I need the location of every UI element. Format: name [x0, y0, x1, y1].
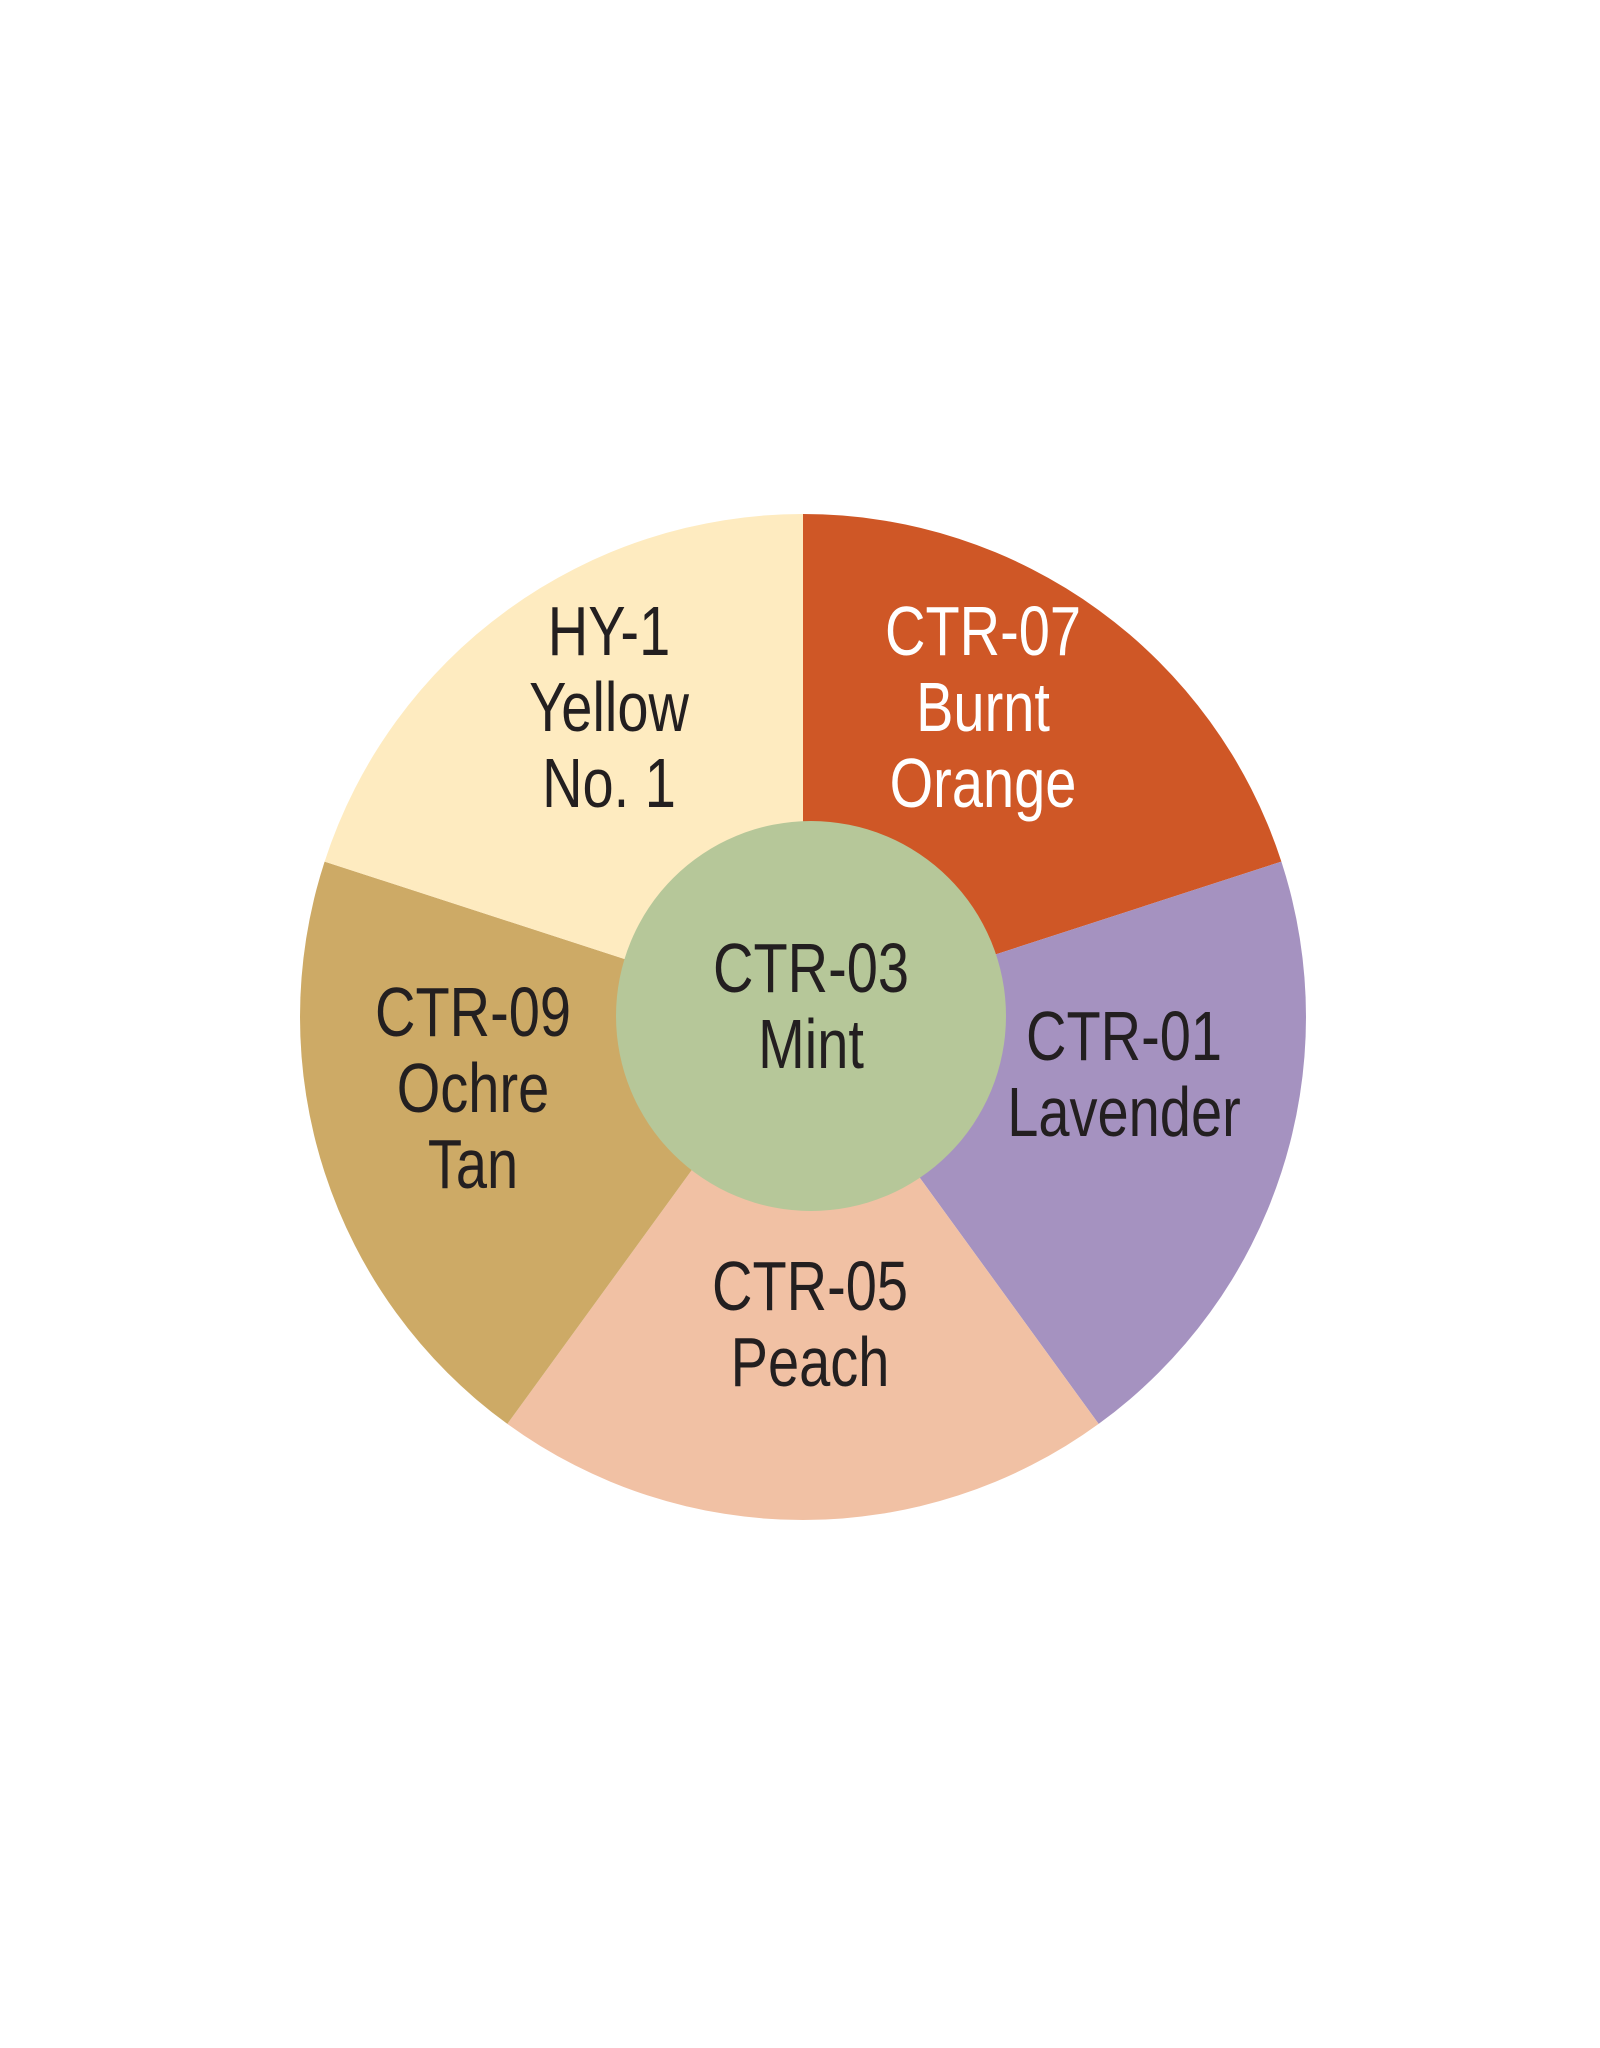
segment-label-line: Yellow: [529, 669, 689, 746]
segment-wedge: [507, 1017, 1099, 1520]
segment-label-line: Lavender: [1007, 1074, 1240, 1151]
segment-label-line: CTR-07: [885, 593, 1081, 670]
center-label-line: CTR-03: [713, 930, 909, 1007]
segment-label-line: CTR-05: [712, 1248, 908, 1325]
segment-label-line: Burnt: [916, 669, 1050, 746]
segment-label-line: CTR-01: [1026, 998, 1222, 1075]
center-label-line: Mint: [758, 1006, 864, 1083]
segment-label-line: CTR-09: [375, 974, 571, 1051]
segment-label-line: Tan: [428, 1126, 518, 1203]
segment-label-line: Ochre: [397, 1050, 549, 1127]
center-circle: [616, 821, 1006, 1211]
segment-label-line: Peach: [731, 1324, 890, 1401]
segment-label-line: No. 1: [542, 745, 676, 822]
segment-label-line: HY-1: [548, 593, 670, 670]
segment-label-line: Orange: [890, 745, 1077, 822]
